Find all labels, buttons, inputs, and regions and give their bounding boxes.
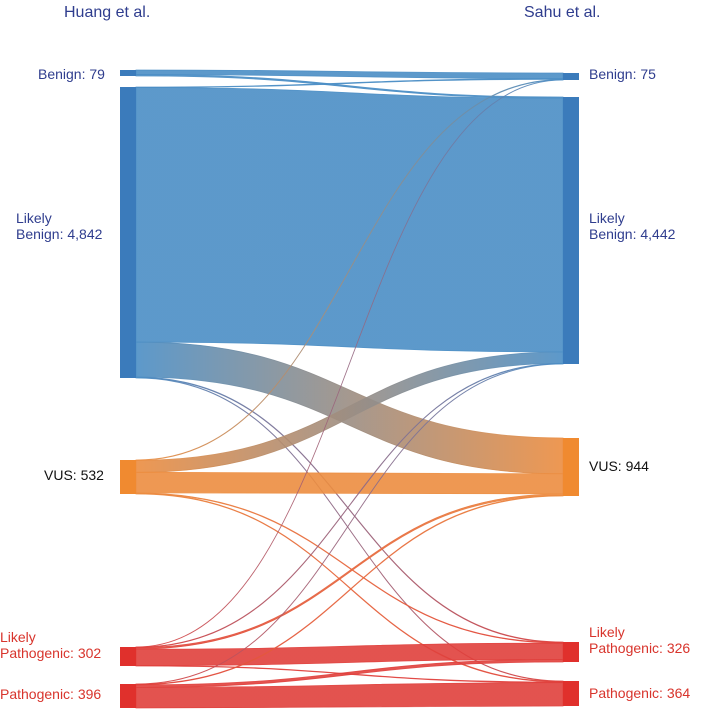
right-label-likely-pathogenic: Likely Pathogenic: 326 xyxy=(589,624,691,656)
flow-likely-benign-to-likely-benign xyxy=(135,87,564,353)
left-node-pathogenic xyxy=(120,684,136,708)
left-label-likely-pathogenic: Likely Pathogenic: 302 xyxy=(0,629,102,661)
left-label-pathogenic: Pathogenic: 396 xyxy=(0,686,102,702)
flow-likely-pathogenic-to-vus xyxy=(135,493,564,650)
left-node-likely-benign xyxy=(120,87,136,378)
right-label-benign: Benign: 75 xyxy=(589,66,656,82)
right-node-pathogenic xyxy=(563,681,579,706)
left-node-likely-pathogenic xyxy=(120,647,136,666)
right-label-pathogenic: Pathogenic: 364 xyxy=(589,685,691,701)
left-node-vus xyxy=(120,460,136,494)
right-node-likely-benign xyxy=(563,97,579,364)
left-label-likely-benign: Likely Benign: 4,842 xyxy=(16,210,103,242)
right-node-benign xyxy=(563,73,579,80)
right-label-vus: VUS: 944 xyxy=(589,458,649,474)
flow-vus-to-likely-pathogenic xyxy=(135,492,564,644)
right-column-header: Sahu et al. xyxy=(524,4,601,21)
right-node-likely-pathogenic xyxy=(563,642,579,662)
left-label-benign: Benign: 79 xyxy=(38,66,105,82)
right-node-vus xyxy=(563,438,579,496)
flow-vus-to-vus xyxy=(135,471,564,495)
left-column-header: Huang et al. xyxy=(64,4,151,21)
left-label-vus: VUS: 532 xyxy=(44,467,104,483)
flow-benign-to-benign xyxy=(135,69,564,80)
left-node-benign xyxy=(120,70,136,76)
right-label-likely-benign: Likely Benign: 4,442 xyxy=(589,210,676,242)
